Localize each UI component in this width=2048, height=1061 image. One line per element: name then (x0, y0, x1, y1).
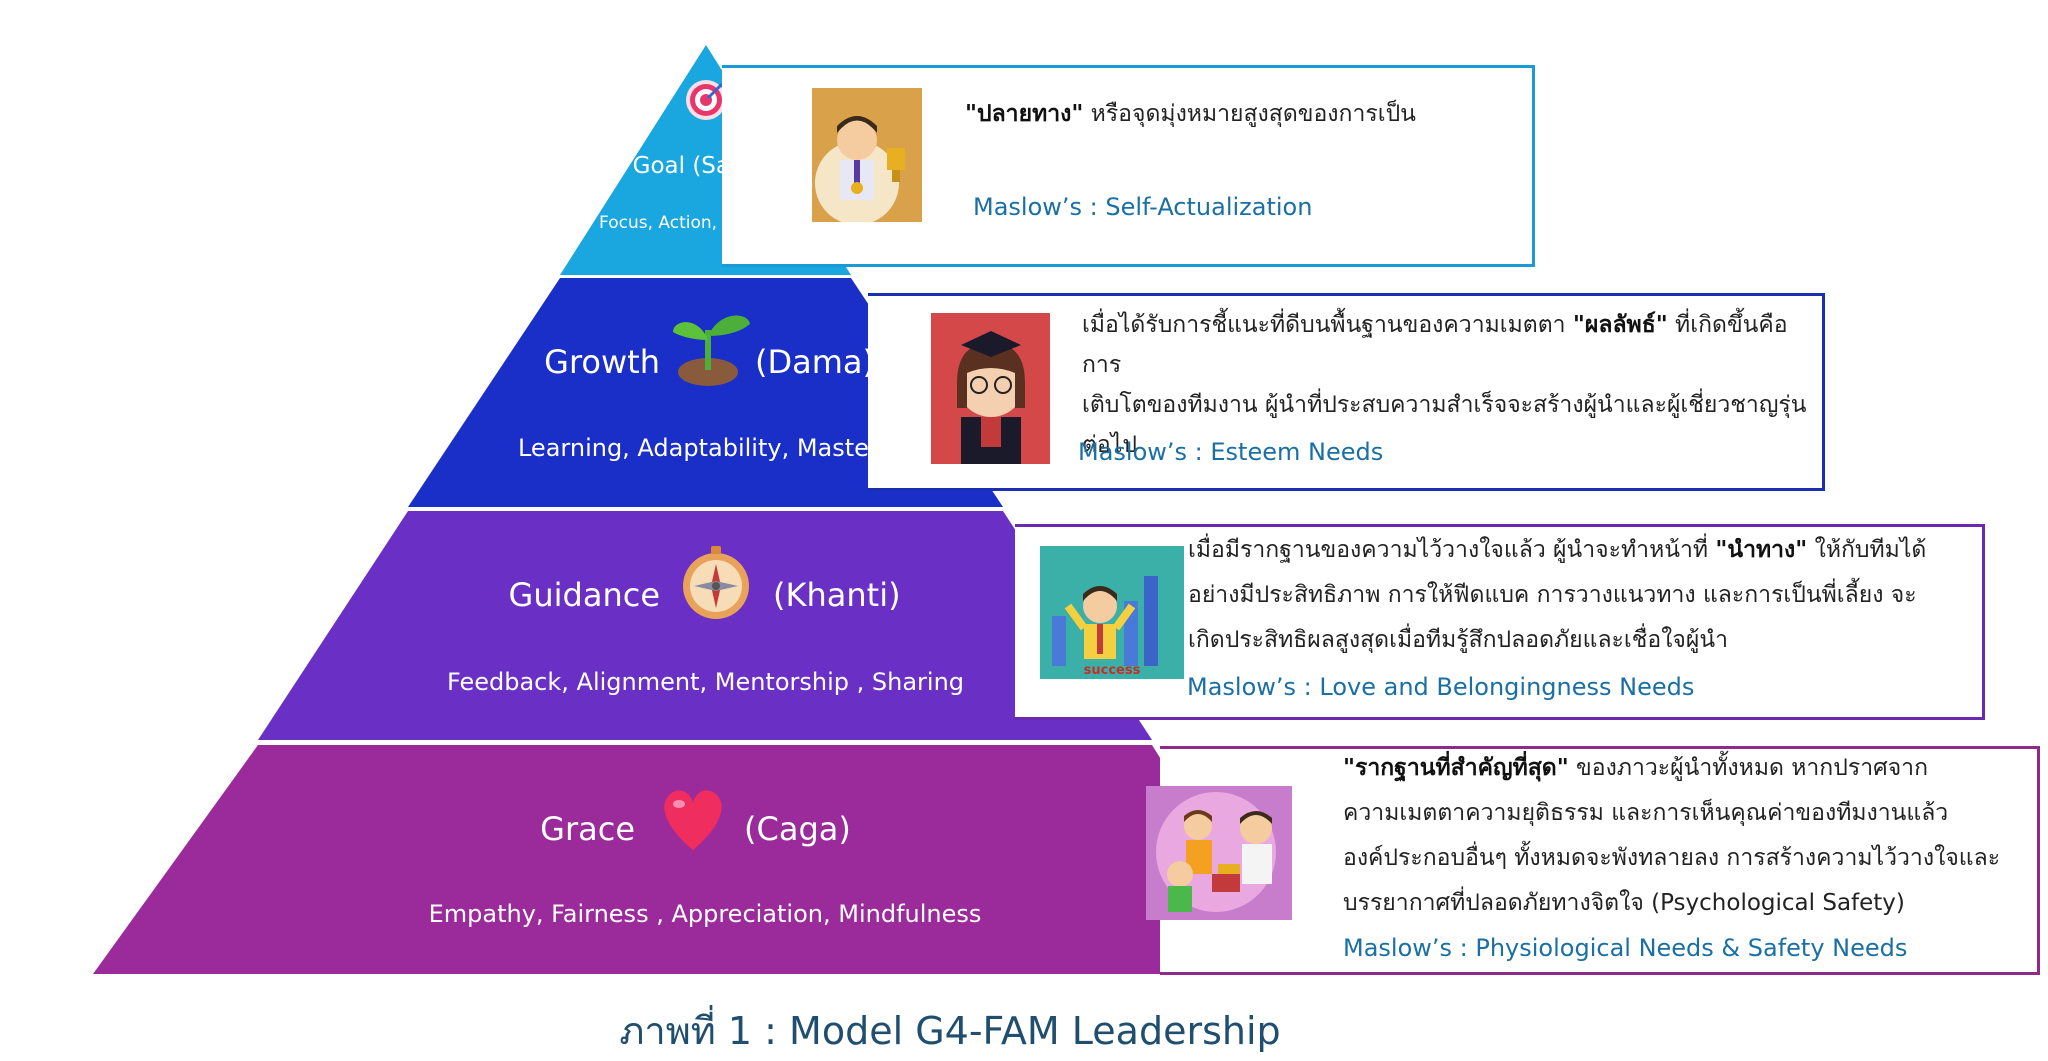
grace-thumbnail (1146, 786, 1292, 920)
family-icon (1156, 792, 1276, 912)
success-person-icon: success (1040, 546, 1184, 679)
guidance-title: Guidance (508, 576, 660, 614)
guidance-title-pali: (Khanti) (773, 576, 901, 614)
grace-subtitle: Empathy, Fairness , Appreciation, Mindfu… (428, 900, 982, 928)
goal-description: "ปลายทาง" หรือจุดมุ่งหมายสูงสุดของการเป็… (965, 101, 1416, 127)
guidance-subtitle: Feedback, Alignment, Mentorship , Sharin… (446, 668, 965, 696)
growth-thumbnail (931, 313, 1050, 464)
grace-title-pali: (Caga) (744, 810, 851, 848)
guidance-tier (258, 511, 1152, 740)
guidance-thumbnail: success (1040, 546, 1184, 679)
grace-maslow-label: Maslow’s : Physiological Needs & Safety … (1343, 934, 1908, 962)
grace-title: Grace (540, 810, 635, 848)
grace-tier (93, 745, 1295, 974)
growth-title: Growth (544, 343, 660, 381)
growth-maslow-label: Maslow’s : Esteem Needs (1078, 438, 1384, 466)
growth-subtitle: Learning, Adaptability, Mastery (517, 434, 893, 462)
growth-description: เมื่อได้รับการชี้แนะที่ดีบนพื้นฐานของควา… (1082, 312, 1807, 458)
trophy-person-icon (815, 116, 905, 222)
growth-title-pali: (Dama) (755, 343, 875, 381)
goal-maslow-label: Maslow’s : Self-Actualization (973, 193, 1313, 221)
growth-tier (408, 278, 1003, 507)
grace-description: "รากฐานที่สำคัญที่สุด" ของภาวะผู้นำทั้งห… (1343, 755, 2001, 916)
graduate-girl-icon (957, 331, 1025, 464)
guidance-description: เมื่อมีรากฐานของความไว้วางใจแล้ว ผู้นำจะ… (1188, 537, 1927, 653)
heart-icon (664, 790, 722, 850)
sprout-icon (673, 315, 750, 386)
guidance-maslow-label: Maslow’s : Love and Belongingness Needs (1187, 673, 1695, 701)
figure-caption: ภาพที่ 1 : Model G4-FAM Leadership (619, 1009, 1281, 1053)
grace-description-box (1160, 746, 2040, 975)
goal-thumbnail (812, 88, 922, 222)
compass-icon (683, 546, 749, 619)
success-label: success (1084, 663, 1141, 678)
